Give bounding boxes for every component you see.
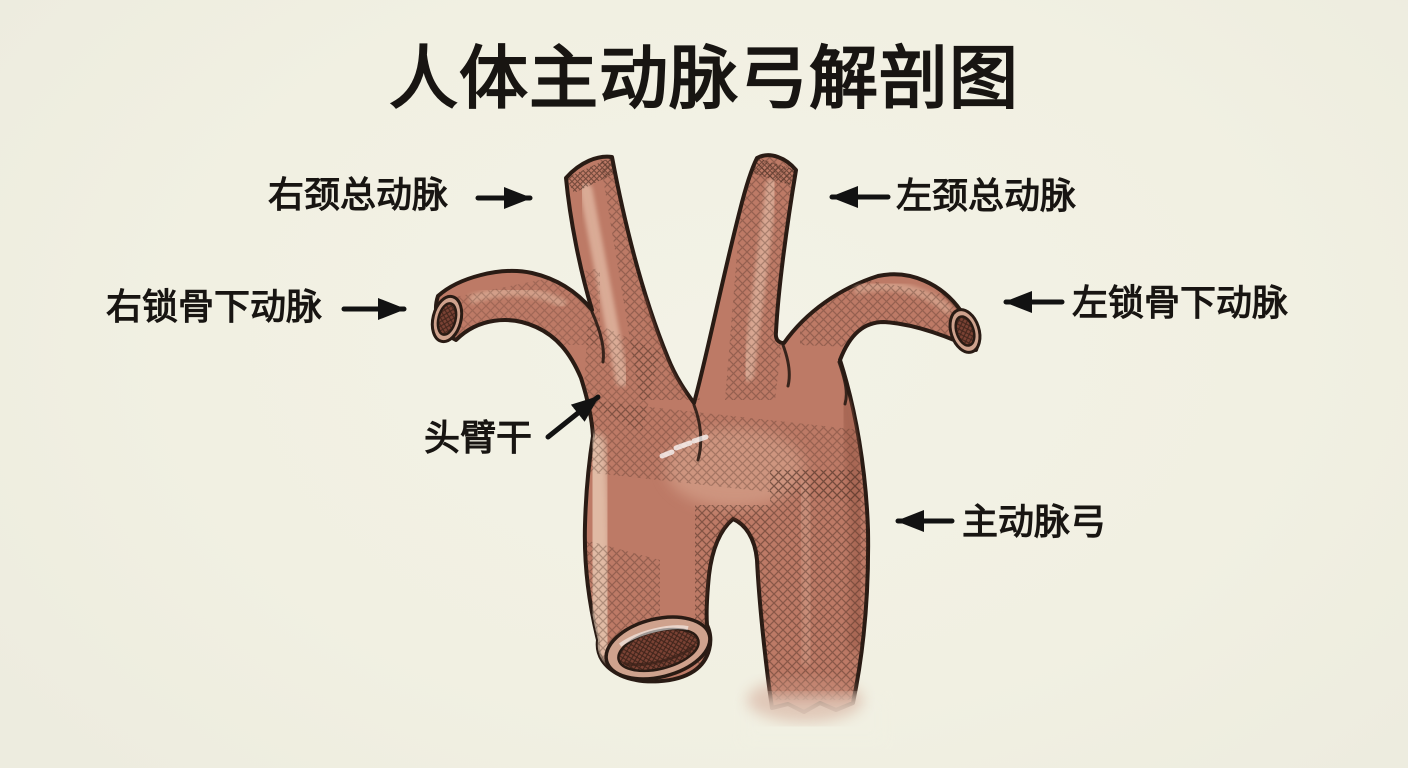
left-subclavian-lumen bbox=[948, 308, 982, 354]
annotation-arrows bbox=[341, 186, 1065, 532]
label-brachiocephalic-trunk: 头臂干 bbox=[424, 418, 533, 459]
junction-creases bbox=[590, 310, 848, 462]
page-title: 人体主动脉弓解剖图 bbox=[389, 39, 1019, 119]
label-right-subclavian: 右锁骨下动脉 bbox=[106, 287, 323, 328]
right-subclavian-lumen bbox=[430, 294, 464, 344]
arrow-brachiocephalic bbox=[545, 394, 601, 440]
label-left-common-carotid: 左颈总动脉 bbox=[896, 176, 1077, 217]
ascending-aorta-lumen bbox=[604, 615, 712, 681]
label-right-common-carotid: 右颈总动脉 bbox=[268, 175, 449, 216]
label-left-subclavian: 左锁骨下动脉 bbox=[1072, 283, 1289, 324]
label-aortic-arch: 主动脉弓 bbox=[962, 502, 1107, 543]
